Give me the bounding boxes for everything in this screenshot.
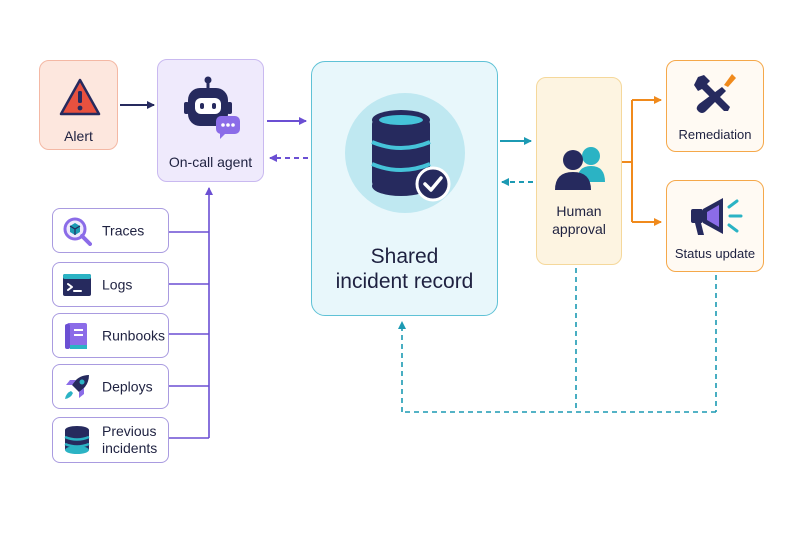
book-icon [65,322,87,349]
status-label: Status update [674,246,756,261]
human-approval-node[interactable]: Human approval [536,77,622,265]
approval-label-line2: approval [552,221,606,237]
megaphone-icon [691,198,743,235]
alert-node[interactable]: Alert [39,60,118,150]
record-label-line1: Shared [370,245,439,268]
source-previous-incidents-label: Previous incidents [102,423,157,457]
source-runbooks[interactable]: Runbooks [52,313,169,358]
source-deploys[interactable]: Deploys [52,364,169,409]
agent-label: On-call agent [168,154,253,170]
on-call-agent-node[interactable]: On-call agent [157,59,264,182]
feedback-loop [398,268,717,413]
sources-bus [169,187,213,439]
source-deploys-label: Deploys [102,378,153,394]
record-label-line2: incident record [335,270,474,293]
source-logs-label: Logs [102,276,133,292]
approval-branch [622,96,662,226]
source-runbooks-label: Runbooks [102,327,166,343]
rocket-icon [65,374,89,399]
robot-chat-icon [184,76,240,139]
source-traces[interactable]: Traces [52,208,169,253]
source-logs[interactable]: Logs [52,262,169,307]
remediation-node[interactable]: Remediation [666,60,764,152]
database-check-icon [345,93,465,213]
source-previous-line1: Previous [102,423,157,439]
wrench-screwdriver-icon [694,74,736,113]
source-previous-incidents[interactable]: Previous incidents [52,417,169,463]
source-traces-label: Traces [102,222,145,238]
status-update-node[interactable]: Status update [666,180,764,272]
shared-incident-record-node[interactable]: Shared incident record [311,61,498,316]
users-icon [555,147,605,190]
terminal-icon [63,273,91,296]
source-previous-line2: incidents [102,440,158,456]
alert-label: Alert [64,128,93,144]
approval-label-line1: Human [556,203,602,219]
database-icon [64,426,90,454]
remediation-label: Remediation [678,127,752,142]
magnifier-cube-icon [63,217,92,246]
warning-icon [59,78,101,116]
